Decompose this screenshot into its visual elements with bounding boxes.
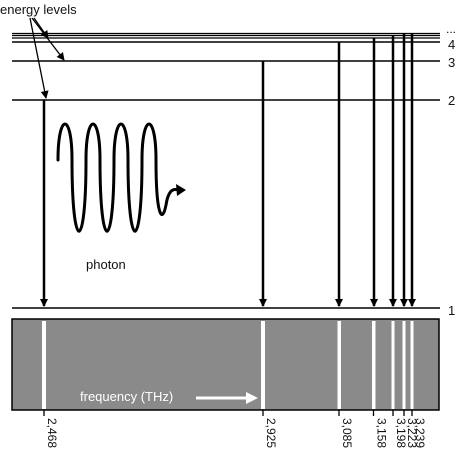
level-label-4: 4 — [448, 37, 455, 52]
frequency-value-3198: 3,198 — [394, 418, 408, 448]
photon-label: photon — [86, 257, 126, 272]
spectral-line-3223 — [402, 321, 406, 409]
frequency-value-3085: 3,085 — [340, 418, 354, 448]
frequency-value-3223: 3,223 — [405, 418, 419, 448]
photon-arrowhead-icon — [176, 184, 186, 196]
frequency-value-2925: 2,925 — [264, 418, 278, 448]
frequency-value-2468: 2,468 — [45, 418, 59, 448]
frequency-label: frequency (THz) — [80, 389, 173, 404]
level-label-continuum: ... — [446, 22, 456, 36]
frequency-value-3239: 3,239 — [413, 418, 427, 448]
spectral-line-3158 — [372, 321, 376, 409]
frequency-value-3158: 3,158 — [375, 418, 389, 448]
spectral-line-2468 — [42, 321, 46, 409]
spectral-line-2925 — [261, 321, 265, 409]
caption-pointer-level-2 — [29, 17, 49, 99]
spectral-line-3198 — [391, 321, 395, 409]
caption-pointer-level-4 — [33, 17, 49, 39]
spectral-line-3239 — [410, 321, 414, 409]
spectrum-panel — [11, 318, 440, 411]
level-label-2: 2 — [448, 93, 455, 108]
spectral-line-3085 — [337, 321, 341, 409]
level-label-3: 3 — [448, 55, 455, 70]
caption-pointer-level-3 — [31, 17, 65, 61]
photon-wave — [56, 122, 180, 233]
level-label-1: 1 — [448, 303, 455, 318]
energy-levels-caption: energy levels — [0, 2, 77, 17]
frequency-arrowhead-icon — [246, 392, 258, 404]
